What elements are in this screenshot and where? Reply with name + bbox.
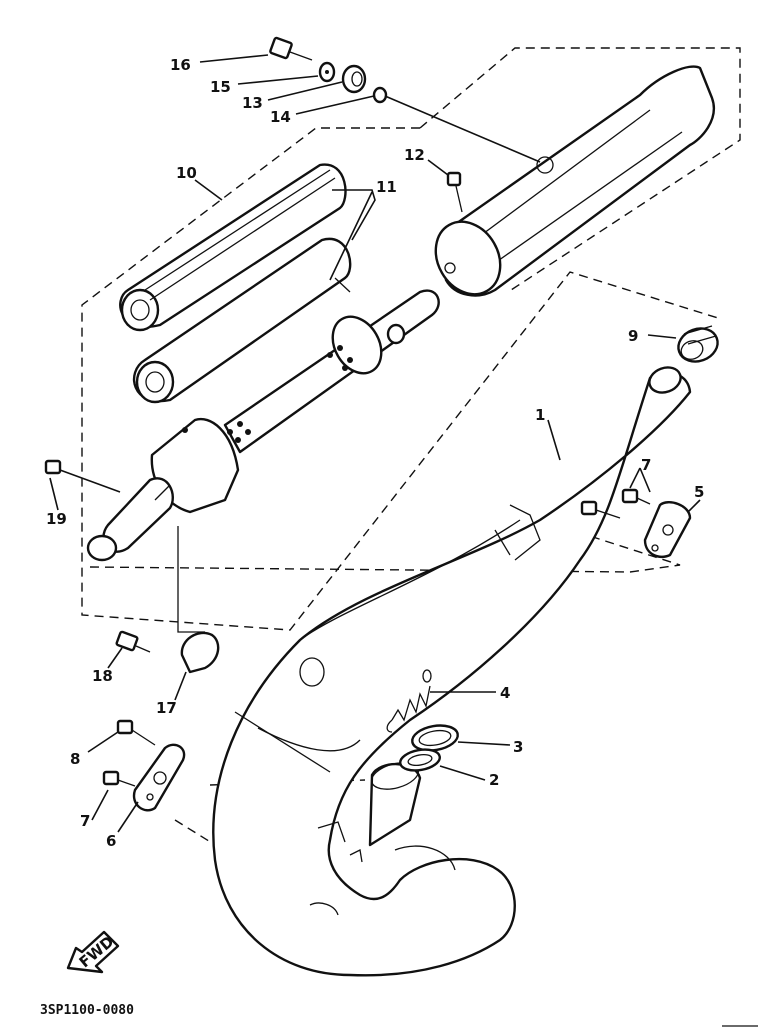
bolt-8 bbox=[116, 719, 156, 746]
callout-13: 13 bbox=[242, 94, 263, 112]
callout-11: 11 bbox=[376, 178, 397, 196]
washer-15 bbox=[318, 61, 336, 83]
bolt-7-left bbox=[102, 770, 136, 787]
callout-1: 1 bbox=[535, 406, 545, 424]
gasket-2 bbox=[399, 748, 441, 772]
silencer-packing-lower bbox=[133, 237, 352, 404]
callout-14: 14 bbox=[270, 108, 291, 126]
callout-16: 16 bbox=[170, 56, 191, 74]
callout-7-upper: 7 bbox=[641, 456, 651, 474]
bracket-6 bbox=[132, 743, 186, 812]
callout-18: 18 bbox=[92, 667, 113, 685]
gasket-3 bbox=[411, 724, 459, 752]
clamp-17 bbox=[177, 526, 220, 674]
grommet-13 bbox=[341, 64, 367, 94]
leader-lines bbox=[49, 54, 701, 833]
silencer-cover bbox=[434, 65, 715, 297]
callouts: 16 15 13 14 12 10 11 9 1 7 5 19 18 17 4 … bbox=[46, 56, 704, 850]
callout-6: 6 bbox=[106, 832, 116, 850]
callout-3: 3 bbox=[513, 738, 523, 756]
exhaust-pipe bbox=[212, 366, 692, 977]
silencer-inlet-body bbox=[86, 417, 240, 562]
diagram-code: 3SP1100-0080 bbox=[40, 1003, 134, 1018]
silencer-inner-pipe bbox=[223, 289, 440, 454]
callout-7-lower: 7 bbox=[80, 812, 90, 830]
spring-4 bbox=[386, 669, 432, 733]
bolt-7-upper bbox=[621, 488, 651, 505]
callout-15: 15 bbox=[210, 78, 231, 96]
callout-10: 10 bbox=[176, 164, 197, 182]
perforations bbox=[227, 345, 353, 443]
callout-4: 4 bbox=[500, 684, 510, 702]
bolt-12 bbox=[446, 171, 463, 213]
forward-arrow-icon: FWD bbox=[66, 930, 120, 974]
bolt-19 bbox=[44, 459, 121, 493]
callout-17: 17 bbox=[156, 699, 177, 717]
callout-19: 19 bbox=[46, 510, 67, 528]
callout-8: 8 bbox=[70, 750, 80, 768]
callout-2: 2 bbox=[489, 771, 499, 789]
bracket-5 bbox=[643, 501, 692, 559]
damper-9 bbox=[677, 325, 719, 363]
bolt-16 bbox=[269, 36, 313, 61]
silencer-packing-upper bbox=[119, 163, 347, 332]
bolt-7-lower bbox=[580, 500, 621, 519]
callout-12: 12 bbox=[404, 146, 425, 164]
callout-5: 5 bbox=[694, 483, 704, 501]
assembly-outline-upper bbox=[81, 47, 741, 631]
callout-9: 9 bbox=[628, 327, 638, 345]
bolt-18 bbox=[115, 630, 151, 653]
collar-14 bbox=[372, 86, 388, 104]
